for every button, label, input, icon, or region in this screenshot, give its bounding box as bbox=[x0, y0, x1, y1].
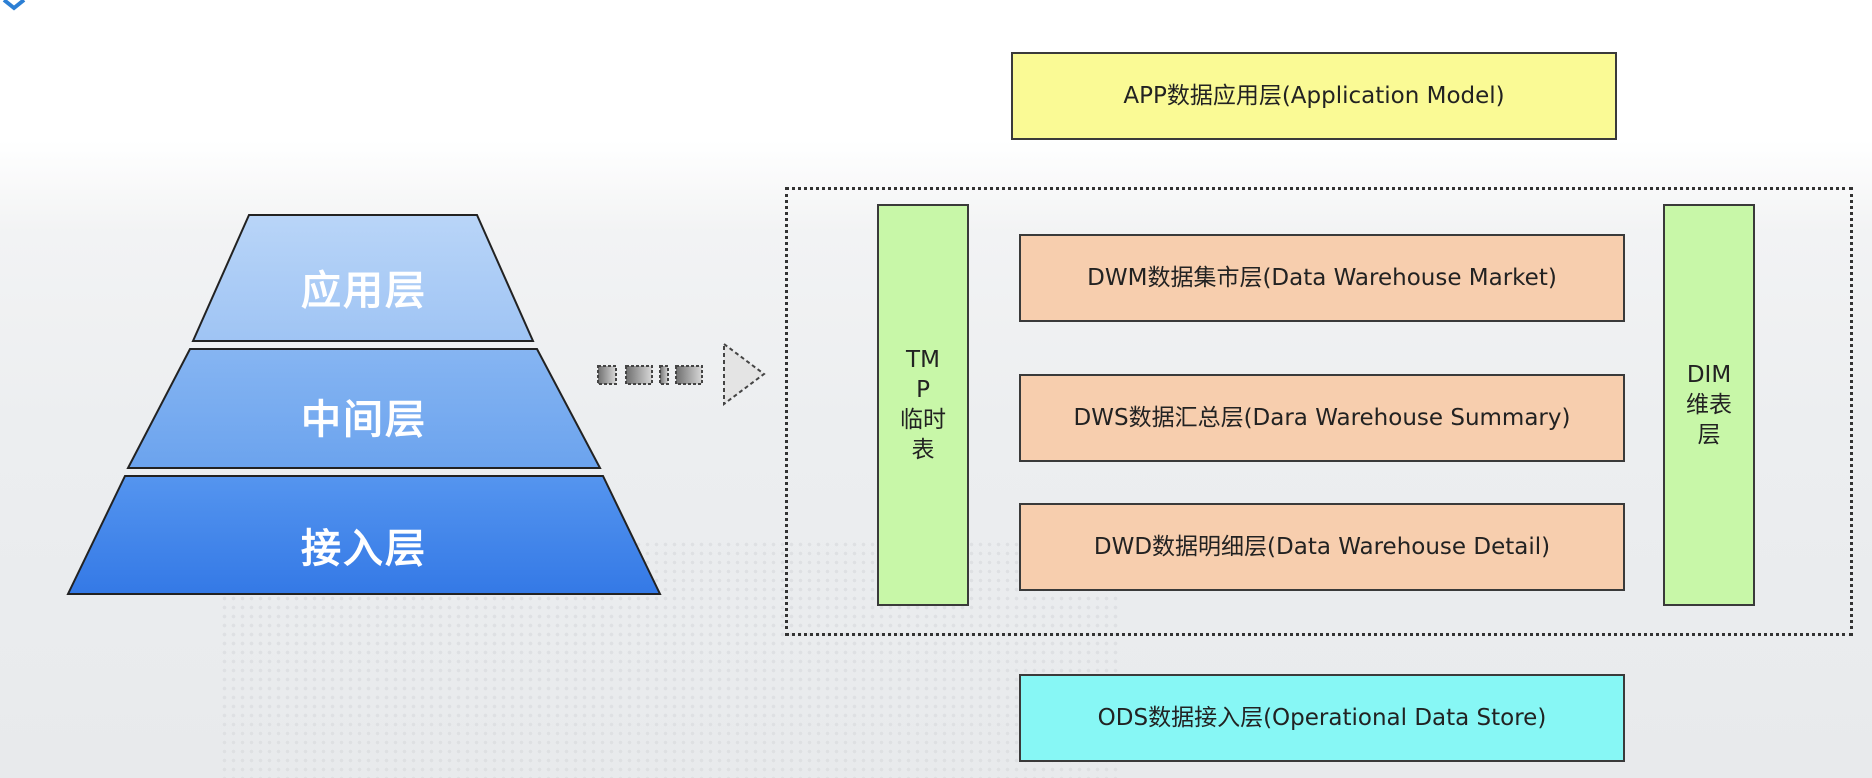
tmp-label-line-2: P bbox=[916, 377, 930, 403]
pyramid-level-top bbox=[191, 214, 535, 342]
tmp-label-line-1: TM bbox=[906, 347, 940, 373]
pyramid-level-middle bbox=[126, 348, 602, 469]
warehouse-dashed-frame bbox=[785, 187, 1853, 636]
dws-layer-box: DWS数据汇总层(Dara Warehouse Summary) bbox=[1019, 374, 1625, 462]
dwm-layer-box: DWM数据集市层(Data Warehouse Market) bbox=[1019, 234, 1625, 322]
pyramid-label-middle: 中间层 bbox=[301, 397, 427, 443]
dim-label-line-3: 层 bbox=[1697, 422, 1721, 448]
tmp-temp-table-bar: TM P 临时 表 bbox=[877, 204, 969, 606]
dash-dot-arrow-icon bbox=[597, 342, 766, 406]
ods-layer-box: ODS数据接入层(Operational Data Store) bbox=[1019, 674, 1625, 762]
pyramid-level-bottom bbox=[66, 475, 662, 595]
pyramid-label-top: 应用层 bbox=[301, 268, 427, 314]
dwd-layer-box: DWD数据明细层(Data Warehouse Detail) bbox=[1019, 503, 1625, 591]
dim-label-line-1: DIM bbox=[1686, 362, 1732, 388]
app-layer-box: APP数据应用层(Application Model) bbox=[1011, 52, 1617, 140]
corner-chevron-icon bbox=[2, 0, 26, 11]
tmp-label-line-4: 表 bbox=[911, 437, 935, 463]
pyramid-label-bottom: 接入层 bbox=[301, 526, 427, 572]
dim-dimension-table-bar: DIM 维表 层 bbox=[1663, 204, 1755, 606]
dim-label-line-2: 维表 bbox=[1686, 392, 1732, 418]
tmp-label-line-3: 临时 bbox=[900, 407, 946, 433]
